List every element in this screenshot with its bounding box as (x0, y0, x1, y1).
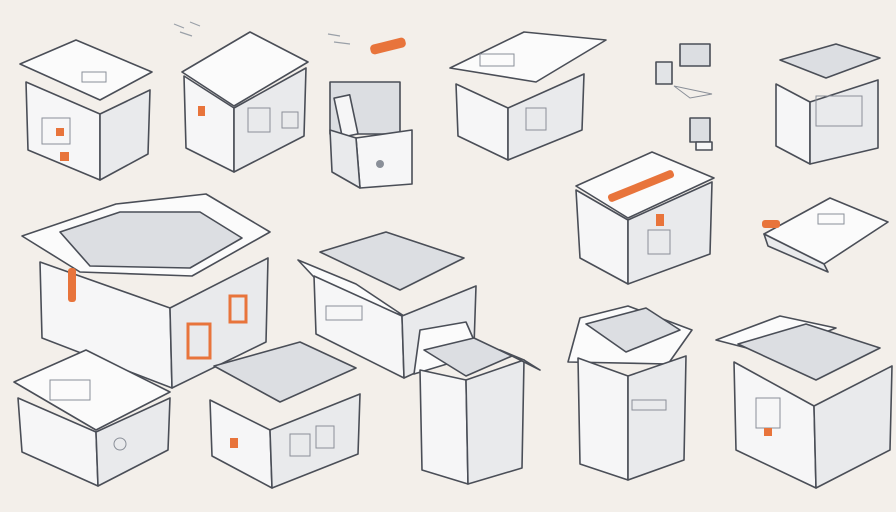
open-box-top-right (766, 36, 890, 170)
tall-open-box-bottom-3 (566, 300, 696, 484)
closed-box-bottom-left (10, 346, 174, 488)
tape-icon (366, 36, 412, 56)
closed-box-taped-right (566, 148, 716, 286)
open-box-top-left (16, 34, 156, 184)
large-open-box-left (20, 192, 274, 390)
open-box-bottom-right (715, 310, 896, 490)
tall-open-box-bottom-center (412, 320, 542, 488)
motion-dashes-decoration-2 (324, 28, 364, 48)
open-box-with-items-top-3 (320, 72, 416, 190)
flat-parcel-right (758, 194, 890, 274)
open-box-top-4 (446, 22, 610, 164)
closed-box-top-2 (178, 28, 312, 176)
tape-dispenser-icon (650, 38, 722, 102)
open-box-bottom-2 (200, 338, 366, 490)
tape-dispenser-icon-2 (686, 114, 718, 152)
motion-dashes-decoration (170, 18, 210, 38)
